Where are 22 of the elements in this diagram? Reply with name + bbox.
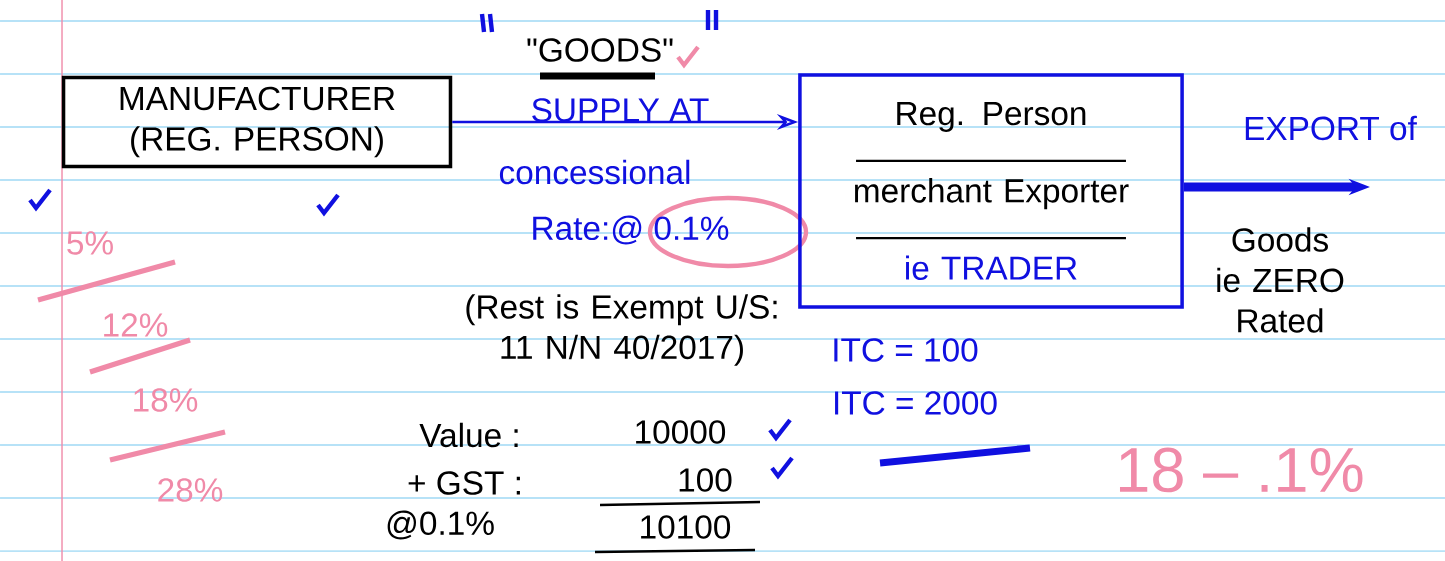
edge-label: SUPPLY AT bbox=[532, 98, 709, 122]
note-text: Rate:@ 0.1% bbox=[533, 215, 729, 245]
note-text: (Rest is Exempt U/S: 11 N/N 40/2017) bbox=[466, 294, 777, 366]
note-text: Value : bbox=[419, 422, 518, 448]
note-text: ITC = 2000 bbox=[835, 391, 997, 415]
amount-text: 100 bbox=[679, 468, 732, 492]
note-text: "GOODS" bbox=[527, 38, 673, 62]
amount-text: 10000 bbox=[636, 420, 726, 444]
process-box: MANUFACTURER (REG. PERSON) bbox=[61, 75, 453, 169]
note-text: ITC = 100 bbox=[834, 338, 978, 362]
note-text: Goods ie ZERO Rated bbox=[1217, 227, 1344, 333]
note-text: 18 – .1% bbox=[1120, 447, 1363, 493]
process-box: Reg. Person merchant Exporter ie TRADER bbox=[798, 73, 1184, 309]
edge-label: EXPORT of bbox=[1245, 115, 1417, 141]
amount-text: 10100 bbox=[641, 515, 731, 539]
rate-text: 12% bbox=[104, 313, 168, 337]
rate-text: 28% bbox=[158, 478, 223, 502]
note-text: + GST : bbox=[408, 471, 520, 495]
rate-text: 18% bbox=[134, 388, 198, 412]
rate-text: 5% bbox=[67, 231, 113, 255]
note-text: @0.1% bbox=[387, 510, 494, 540]
note-text: concessional bbox=[499, 159, 690, 185]
